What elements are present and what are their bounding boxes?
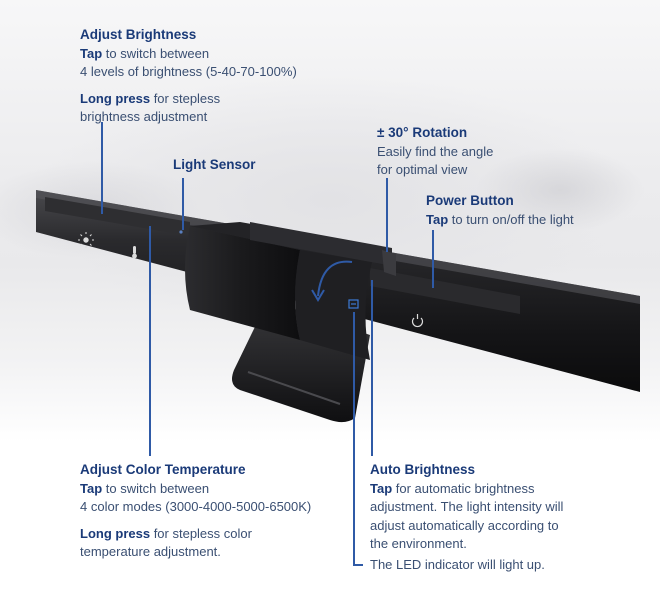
brightness-line3: for stepless bbox=[150, 90, 221, 106]
brightness-line1: to switch between bbox=[102, 45, 210, 61]
leader-indicator-vertical bbox=[353, 312, 355, 565]
leader-auto-brightness bbox=[371, 280, 373, 456]
long-press-keyword: Long press bbox=[80, 90, 151, 106]
leader-power-button bbox=[432, 230, 434, 288]
power-button-line1: to turn on/off the light bbox=[448, 211, 574, 227]
light-sensor-title: Light Sensor bbox=[173, 157, 256, 172]
color-temp-line1: to switch between bbox=[102, 480, 210, 496]
rotation-line2: for optimal view bbox=[377, 162, 468, 177]
rotation-line1: Easily find the angle bbox=[377, 143, 494, 159]
control-strip-right bbox=[370, 268, 520, 314]
callout-adjust-brightness: Adjust Brightness Tap to switch between … bbox=[80, 26, 380, 127]
rotation-title: ± 30° Rotation bbox=[377, 125, 468, 140]
leader-rotation bbox=[386, 178, 388, 252]
rotation-arrow-icon bbox=[317, 260, 353, 297]
callout-light-sensor: Light Sensor bbox=[173, 156, 313, 175]
leader-indicator-horizontal bbox=[353, 564, 363, 566]
tap-keyword: Tap bbox=[370, 480, 393, 496]
auto-brightness-line4: the environment. bbox=[370, 536, 467, 551]
thermometer-icon[interactable] bbox=[132, 246, 137, 259]
leader-adjust-brightness bbox=[101, 122, 103, 214]
color-temp-line3: for stepless color bbox=[150, 525, 252, 541]
control-strip-left bbox=[45, 197, 190, 236]
adjust-brightness-title: Adjust Brightness bbox=[80, 27, 197, 42]
brightness-levels-text: 4 levels of brightness (5-40-70-100%) bbox=[80, 64, 297, 79]
power-icon[interactable] bbox=[411, 314, 424, 328]
sun-icon[interactable] bbox=[78, 232, 94, 248]
leader-light-sensor bbox=[182, 178, 184, 230]
light-sensor bbox=[179, 230, 183, 234]
tap-keyword: Tap bbox=[80, 480, 103, 496]
led-indicator-text: The LED indicator will light up. bbox=[370, 557, 545, 572]
auto-brightness-icon[interactable] bbox=[348, 299, 359, 309]
tap-keyword: Tap bbox=[426, 211, 449, 227]
auto-brightness-line2: adjustment. The light intensity will bbox=[370, 499, 564, 514]
color-temperature-title: Adjust Color Temperature bbox=[80, 462, 246, 477]
power-button-title: Power Button bbox=[426, 193, 514, 208]
callout-color-temperature: Adjust Color Temperature Tap to switch b… bbox=[80, 461, 350, 562]
auto-brightness-line1: for automatic brightness bbox=[392, 480, 535, 496]
callout-rotation: ± 30° Rotation Easily find the angle for… bbox=[377, 124, 577, 180]
brightness-stepless-text: brightness adjustment bbox=[80, 109, 208, 124]
auto-brightness-title: Auto Brightness bbox=[370, 462, 476, 477]
long-press-keyword: Long press bbox=[80, 525, 151, 541]
leader-color-temperature bbox=[149, 226, 151, 456]
color-modes-text: 4 color modes (3000-4000-5000-6500K) bbox=[80, 499, 312, 514]
rotating-collar bbox=[185, 226, 300, 340]
callout-power-button: Power Button Tap to turn on/off the ligh… bbox=[426, 192, 646, 229]
callout-led-indicator: The LED indicator will light up. bbox=[370, 556, 650, 575]
callout-auto-brightness: Auto Brightness Tap for automatic bright… bbox=[370, 461, 650, 554]
auto-brightness-line3: adjust automatically according to bbox=[370, 517, 559, 533]
tap-keyword: Tap bbox=[80, 45, 103, 61]
color-temp-stepless-text: temperature adjustment. bbox=[80, 544, 221, 559]
